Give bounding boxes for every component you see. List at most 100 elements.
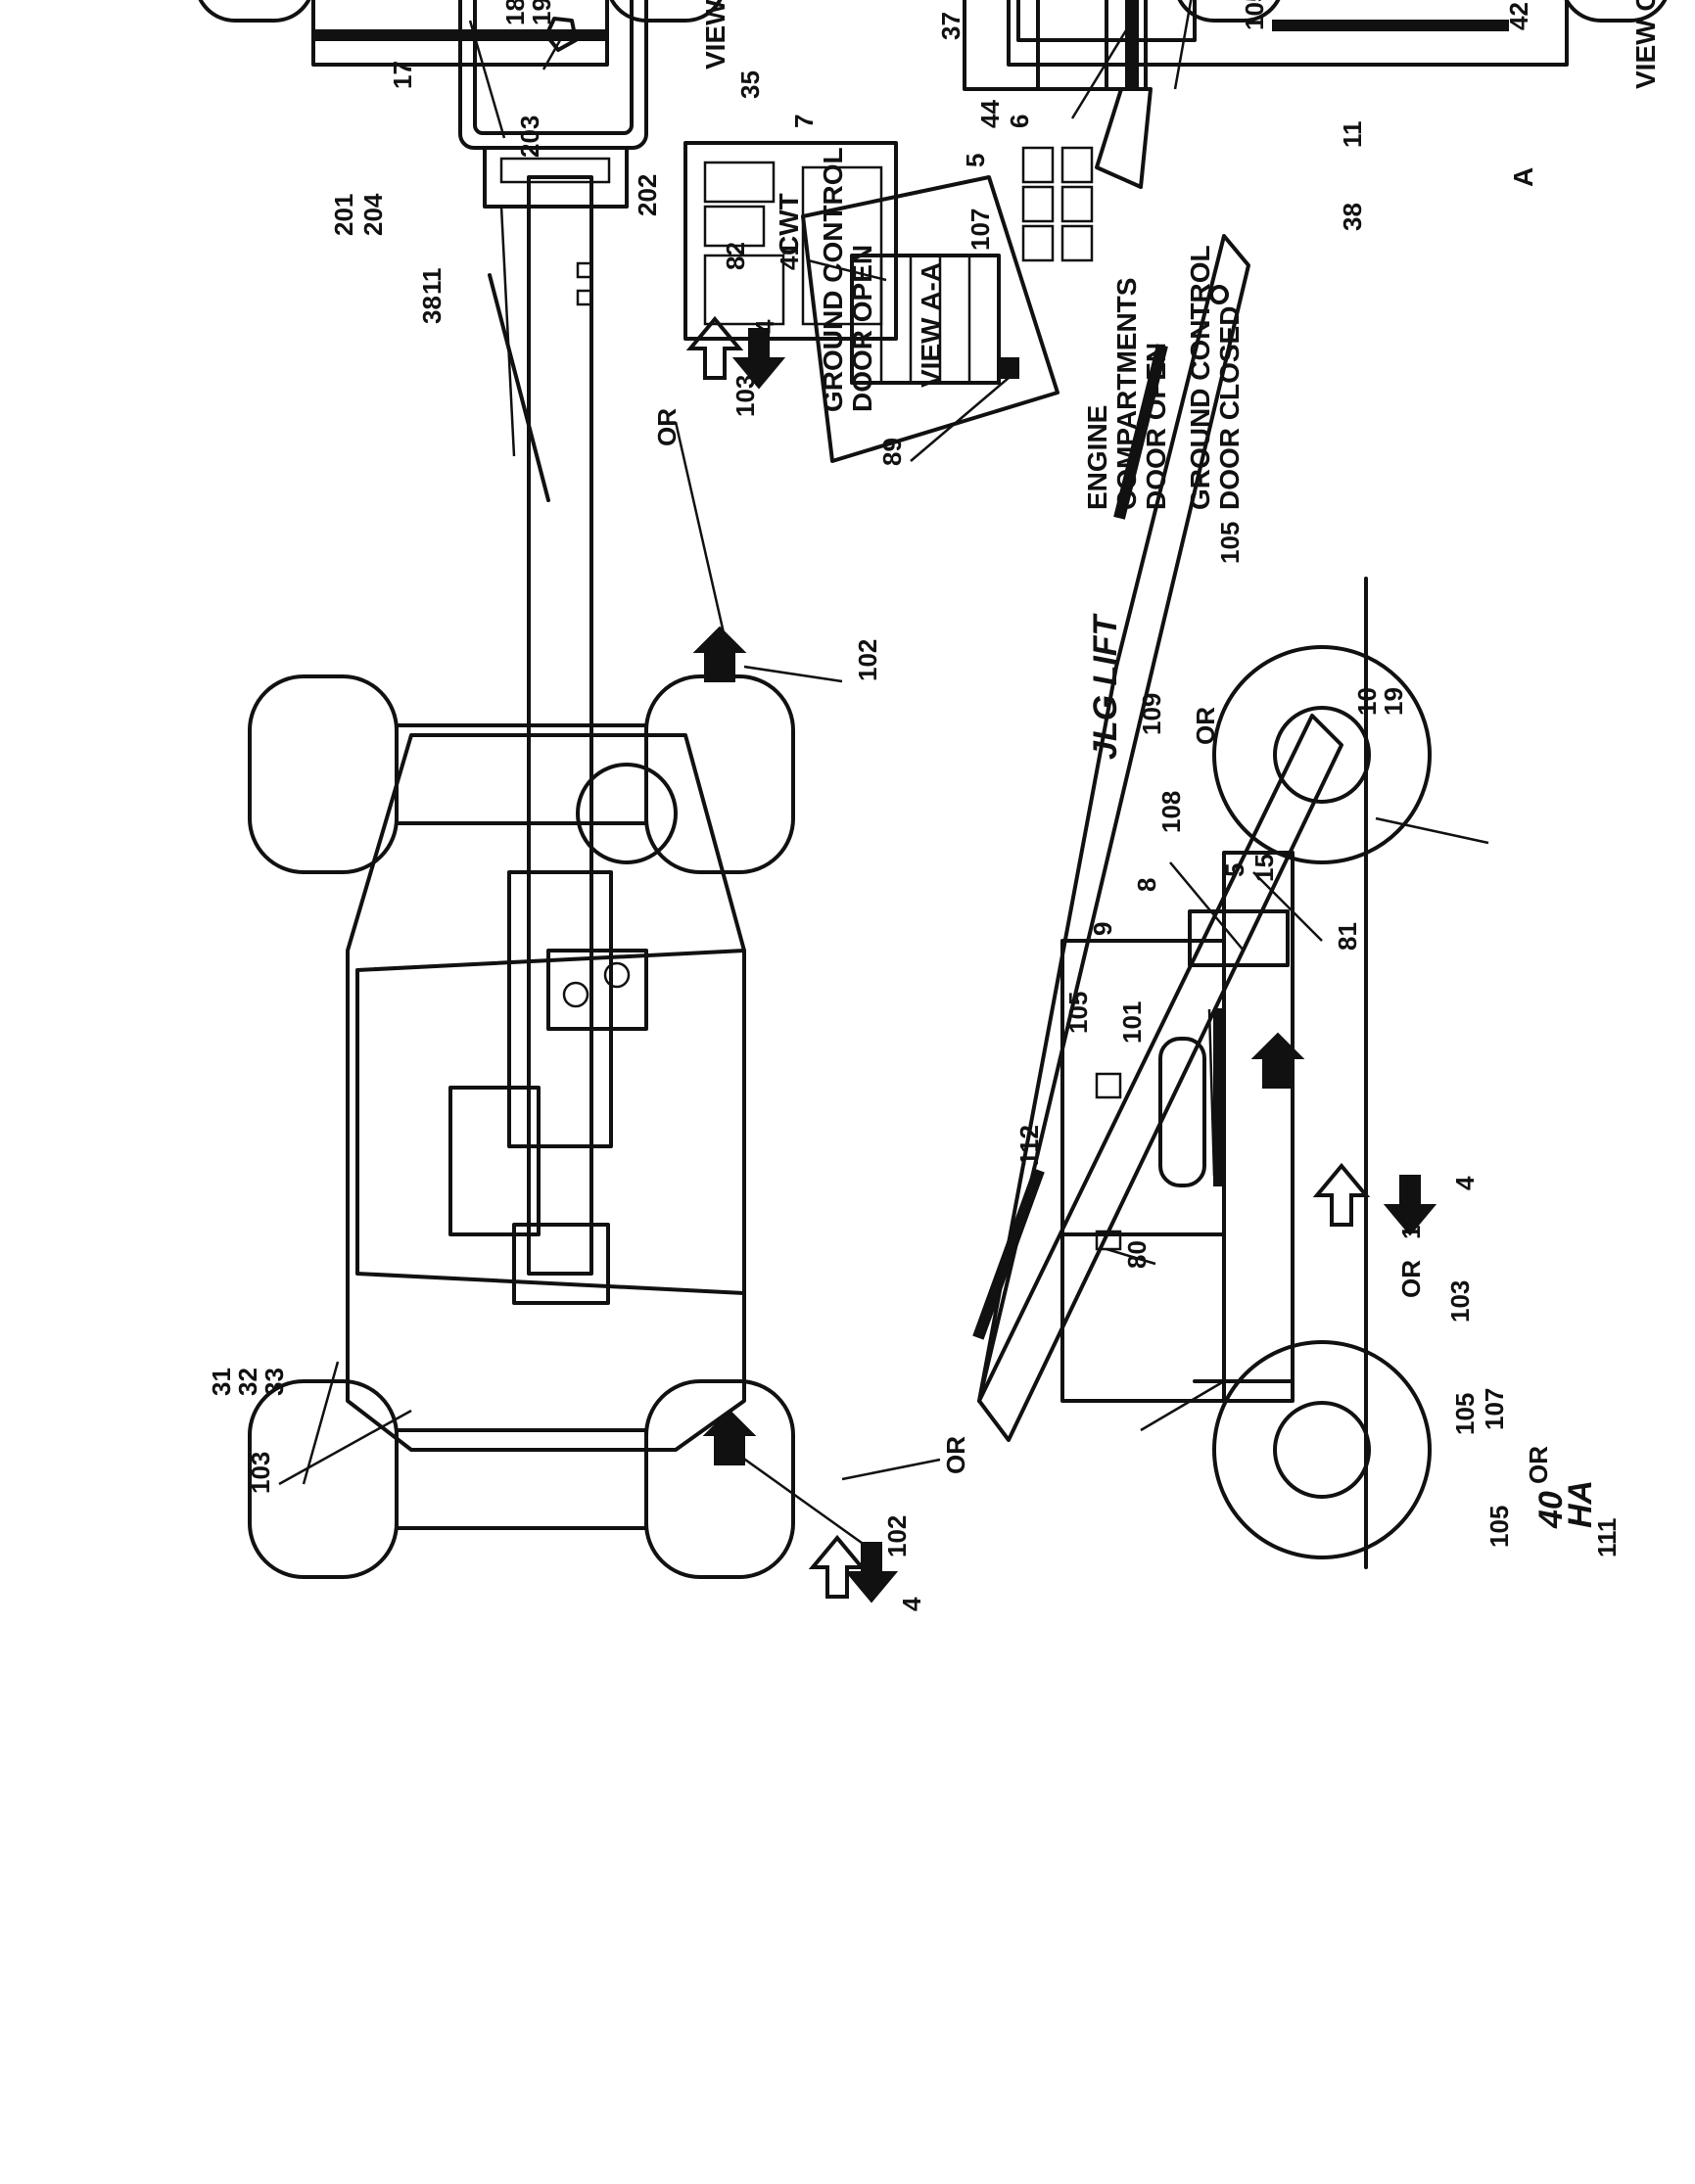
callout-17: 17 bbox=[388, 61, 417, 89]
hydraulic-tank-cap bbox=[576, 763, 678, 864]
side-platform-mount bbox=[1095, 87, 1153, 189]
decal-89 bbox=[998, 357, 1019, 379]
callout-101: 101 bbox=[1117, 1001, 1147, 1044]
callout-18: 18 bbox=[500, 0, 530, 25]
caption-drive-axle: VIEW OF DRIVE AXLE END bbox=[700, 0, 730, 70]
turntable-outline bbox=[355, 949, 746, 1295]
callout-102-side: 102 bbox=[1396, 1197, 1426, 1239]
callout-107-steer-left: 107 bbox=[965, 209, 995, 251]
label-gc-open-1: GROUND CONTROL bbox=[818, 147, 848, 412]
callout-105-side-left: 105 bbox=[1484, 1506, 1514, 1548]
callout-41: 41 bbox=[775, 242, 804, 270]
label-engine-1: ENGINE bbox=[1082, 405, 1112, 510]
callout-7: 7 bbox=[789, 115, 819, 128]
tire-rear-left bbox=[248, 674, 399, 874]
callout-4-top-left: 4 bbox=[897, 1597, 926, 1611]
callout-10: 10 bbox=[1352, 687, 1382, 716]
decal-101-box bbox=[1095, 1072, 1122, 1099]
decal-jlg-lift: JLG LIFT bbox=[1087, 612, 1124, 760]
callout-81: 81 bbox=[1333, 922, 1362, 951]
drive-tire-left bbox=[194, 0, 315, 23]
callout-15-side: 15 bbox=[1249, 854, 1279, 882]
callout-37: 37 bbox=[936, 12, 965, 40]
callout-105-steer: 105 bbox=[1240, 0, 1269, 30]
gc-door-open-outline bbox=[683, 141, 898, 341]
callout-or-side-top: OR bbox=[1191, 707, 1220, 745]
side-arrow-4-open bbox=[1312, 1162, 1371, 1227]
callout-203: 203 bbox=[515, 116, 544, 158]
callout-112: 112 bbox=[1014, 1125, 1044, 1166]
decal-105-strip-bottom bbox=[1213, 1008, 1225, 1186]
control-box bbox=[546, 949, 648, 1031]
callout-44: 44 bbox=[975, 100, 1005, 128]
platform-rail bbox=[473, 0, 634, 135]
view-aa-outline bbox=[801, 175, 1059, 463]
jib-cylinder bbox=[488, 273, 550, 502]
callout-105-side-bottom: 105 bbox=[1450, 1393, 1480, 1435]
drive-tire-right bbox=[605, 0, 727, 23]
drive-end-body bbox=[311, 0, 609, 67]
steer-axle bbox=[395, 1428, 648, 1530]
callout-109: 109 bbox=[1137, 693, 1166, 735]
callout-19-side: 19 bbox=[1379, 687, 1408, 716]
label-a-left: A bbox=[1508, 167, 1538, 187]
decal-diagram: 31 32 33 103 102 OR 4 102 OR 103 4 38 11… bbox=[194, 0, 1671, 1611]
decal-81-box bbox=[1188, 909, 1290, 967]
decal-203 bbox=[499, 157, 611, 184]
callout-102-top-left: 102 bbox=[882, 1515, 912, 1557]
side-chassis bbox=[1222, 851, 1295, 1403]
valve-bank bbox=[850, 254, 1001, 385]
steer-axle-end-view bbox=[1007, 0, 1671, 262]
decal-105-platform bbox=[1125, 0, 1139, 90]
callout-32: 32 bbox=[233, 1368, 262, 1396]
callout-105-boom: 105 bbox=[1215, 522, 1245, 564]
callout-5-side: 5 bbox=[1220, 863, 1249, 877]
callout-or-top-right: OR bbox=[652, 408, 682, 446]
boom-pivot bbox=[512, 1223, 610, 1305]
label-engine-3: DOOR OPEN bbox=[1141, 343, 1171, 510]
callout-107-side: 107 bbox=[1480, 1388, 1509, 1430]
label-view-aa: VIEW A-A bbox=[916, 262, 946, 388]
callout-33: 33 bbox=[259, 1368, 289, 1396]
side-view bbox=[963, 0, 1437, 1569]
drive-axle bbox=[395, 723, 648, 825]
engine-compartment-slots bbox=[1021, 146, 1094, 262]
callout-or-top-left: OR bbox=[941, 1436, 970, 1474]
decal-105-boom-1 bbox=[972, 1168, 1045, 1340]
rotated-drawing-stage: 31 32 33 103 102 OR 4 102 OR 103 4 38 11… bbox=[194, 0, 1671, 1611]
callout-11-top: 11 bbox=[417, 268, 447, 296]
callout-80: 80 bbox=[1122, 1240, 1152, 1269]
callout-103-top-left: 103 bbox=[246, 1452, 275, 1494]
side-boom-main bbox=[977, 234, 1250, 1403]
callout-4-top-right: 4 bbox=[750, 319, 779, 334]
label-gc-closed-1: GROUND CONTROL bbox=[1185, 245, 1215, 510]
side-platform bbox=[963, 0, 1148, 91]
callout-89: 89 bbox=[877, 438, 907, 466]
callout-201: 201 bbox=[329, 194, 358, 236]
ground-control-door-open bbox=[683, 141, 898, 341]
label-cwt: CWT bbox=[774, 193, 804, 256]
callout-or-side-mid: OR bbox=[1396, 1260, 1426, 1298]
callout-31: 31 bbox=[207, 1368, 236, 1396]
side-tire-left bbox=[1212, 1340, 1432, 1559]
callout-11-side: 11 bbox=[1338, 121, 1367, 149]
steer-tire-right bbox=[1560, 0, 1671, 23]
callout-111-side: 111 bbox=[1592, 1517, 1622, 1557]
arrow-4-right-solid bbox=[731, 328, 786, 390]
forward-arrow-front bbox=[702, 1409, 757, 1465]
leader-lines bbox=[278, 0, 1489, 1545]
steer-tire-left bbox=[1173, 0, 1285, 23]
callout-6: 6 bbox=[1005, 115, 1034, 128]
arrow-4-left-open bbox=[808, 1534, 867, 1599]
callout-4-side: 4 bbox=[1450, 1176, 1480, 1190]
decal-103-104-strip bbox=[312, 29, 608, 41]
engine-door bbox=[1016, 0, 1197, 42]
side-arrow-4-solid bbox=[1383, 1175, 1437, 1236]
callout-8: 8 bbox=[1132, 878, 1161, 892]
decal-11 bbox=[576, 261, 593, 279]
callout-105-side-mid: 105 bbox=[1063, 992, 1093, 1034]
tire-rear-right bbox=[644, 674, 795, 874]
callout-202: 202 bbox=[633, 174, 662, 216]
side-boom-lower bbox=[977, 714, 1343, 1442]
callout-19-top: 19 bbox=[527, 0, 556, 25]
